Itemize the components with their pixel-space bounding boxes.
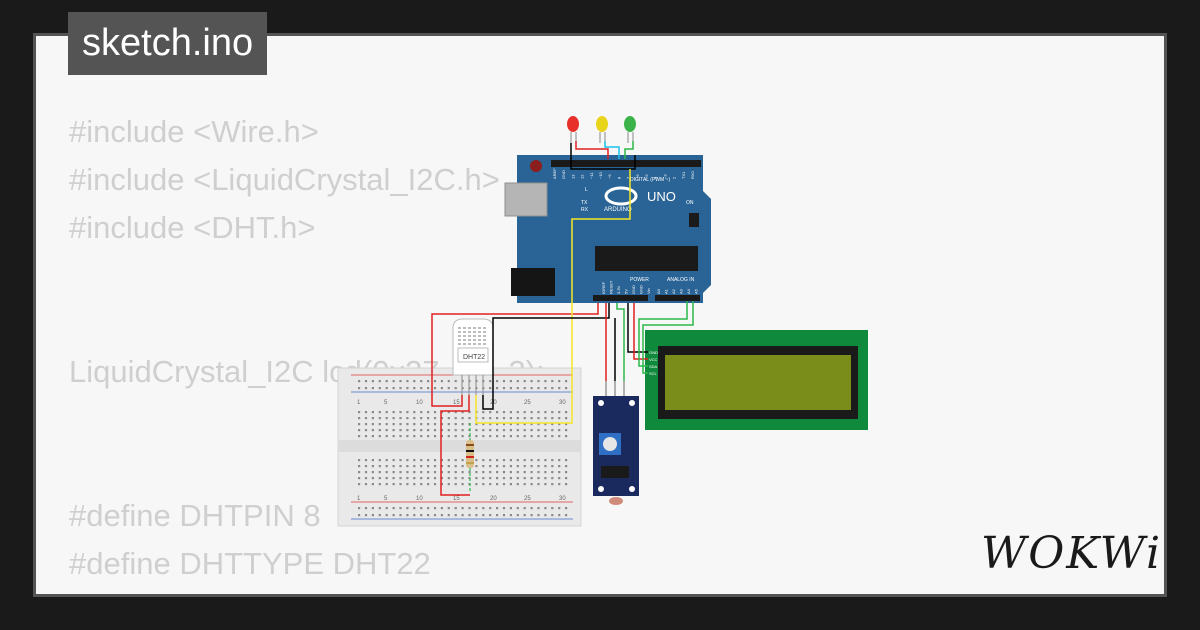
sensor-wires — [605, 303, 625, 381]
breadboard: 1 5 10 15 20 25 30 1 5 10 15 20 25 30 — [337, 367, 582, 527]
lcd-wires — [627, 301, 694, 374]
bb-col-number: 5 — [384, 400, 388, 406]
arduino-pin-label: ~3 — [662, 174, 667, 179]
arduino-pin-label: IOREF — [601, 281, 606, 294]
dht22-sensor[interactable]: DHT22 — [452, 318, 494, 395]
led-red[interactable] — [567, 116, 579, 143]
arduino-pin-label: 5V — [624, 289, 629, 294]
tx-label: TX — [581, 200, 588, 206]
on-label: ON — [686, 200, 694, 206]
led-wires — [570, 141, 636, 170]
arduino-pin-label: GND — [639, 285, 644, 294]
code-line: #include <DHT.h> — [69, 210, 316, 245]
board-model: UNO — [647, 189, 676, 204]
arduino-pin-label: ~9 — [607, 174, 612, 179]
arduino-pin-label: GND — [561, 170, 566, 179]
bb-col-number: 1 — [357, 496, 361, 502]
arduino-pin-label: AREF — [552, 168, 557, 179]
arduino-pin-label: Vin — [646, 288, 651, 294]
arduino-pin-label: 7 — [626, 176, 631, 179]
arduino-infinity-icon — [604, 186, 638, 206]
arduino-pin-label: A4 — [686, 288, 691, 294]
l-label: L — [585, 187, 588, 193]
digital-header — [551, 160, 701, 167]
rx-label: RX — [581, 207, 589, 213]
arduino-pin-label: RESET — [609, 280, 614, 294]
arduino-pin-label: A1 — [664, 288, 669, 294]
dht22-label: DHT22 — [463, 354, 485, 361]
arduino-uno-board[interactable]: UNO ARDUINO DIGITAL (PWM ~) ON L TX RX P… — [504, 155, 711, 303]
arduino-pin-label: TX1 — [681, 171, 686, 179]
lcd-pin-label: VCC — [649, 357, 658, 362]
analog-header — [655, 295, 700, 301]
arduino-pin-label: RX0 — [690, 170, 695, 179]
arduino-pin-label: 2 — [672, 176, 677, 179]
light-sensor-module[interactable] — [593, 381, 639, 505]
code-line: #define DHTTYPE DHT22 — [69, 546, 431, 581]
arduino-pin-label: GND — [631, 285, 636, 294]
digital-label: DIGITAL (PWM ~) — [630, 177, 670, 183]
bb-col-number: 5 — [384, 496, 388, 502]
bb-col-number: 30 — [559, 400, 566, 406]
arduino-pin-label: 3.3V — [616, 285, 621, 294]
lcd-pin-label: SDA — [649, 364, 658, 369]
power-jack — [511, 268, 555, 296]
arduino-pin-label: A5 — [694, 288, 699, 294]
arduino-pin-label: ~10 — [598, 171, 603, 179]
usb-port — [504, 182, 548, 217]
bb-col-number: 10 — [416, 496, 423, 502]
analog-label: ANALOG IN — [667, 277, 695, 283]
lcd-1602-display[interactable]: GND VCC SDA SCL — [645, 330, 868, 430]
preview-card: #include <Wire.h> #include <LiquidCrysta… — [33, 33, 1167, 597]
arduino-pin-label: 8 — [616, 176, 621, 179]
code-line: #define DHTPIN 8 — [69, 498, 321, 533]
bb-col-number: 1 — [357, 400, 361, 406]
lcd-pin-label: SCL — [649, 371, 658, 376]
led-yellow[interactable] — [596, 116, 608, 143]
microcontroller-chip — [595, 246, 698, 271]
arduino-pin-label: ~11 — [589, 172, 594, 179]
arduino-pin-label: A3 — [679, 288, 684, 294]
arduino-pin-label: A0 — [656, 288, 661, 294]
bb-col-number: 15 — [453, 400, 460, 406]
arduino-pin-label: 13 — [570, 174, 575, 179]
lcd-pin-label: GND — [649, 350, 658, 355]
breadboard-wires — [431, 169, 631, 496]
resistor[interactable] — [466, 423, 474, 493]
bb-col-number: 25 — [524, 400, 531, 406]
power-header — [593, 295, 648, 301]
circuit-diagram: 1 5 10 15 20 25 30 1 5 10 15 20 25 30 — [337, 116, 868, 527]
bb-col-number: 25 — [524, 496, 531, 502]
arduino-pin-label: 4 — [653, 176, 658, 179]
wokwi-logo: WOKWi — [981, 528, 1163, 579]
bb-col-number: 20 — [490, 496, 497, 502]
arduino-pin-label: A2 — [671, 288, 676, 294]
code-line: #include <Wire.h> — [69, 114, 319, 149]
power-label: POWER — [630, 277, 649, 283]
file-tab-sketch[interactable]: sketch.ino — [68, 12, 268, 75]
arduino-pin-label: ~6 — [635, 174, 640, 179]
led-green[interactable] — [624, 116, 636, 143]
bb-col-number: 15 — [453, 496, 460, 502]
bb-col-number: 30 — [559, 496, 566, 502]
bb-col-number: 10 — [416, 400, 423, 406]
arduino-pin-label: 12 — [580, 174, 585, 179]
arduino-pin-label: ~5 — [644, 174, 649, 179]
reset-button[interactable] — [530, 160, 542, 172]
board-brand: ARDUINO — [604, 207, 632, 213]
code-line: #include <LiquidCrystal_I2C.h> — [69, 162, 500, 197]
